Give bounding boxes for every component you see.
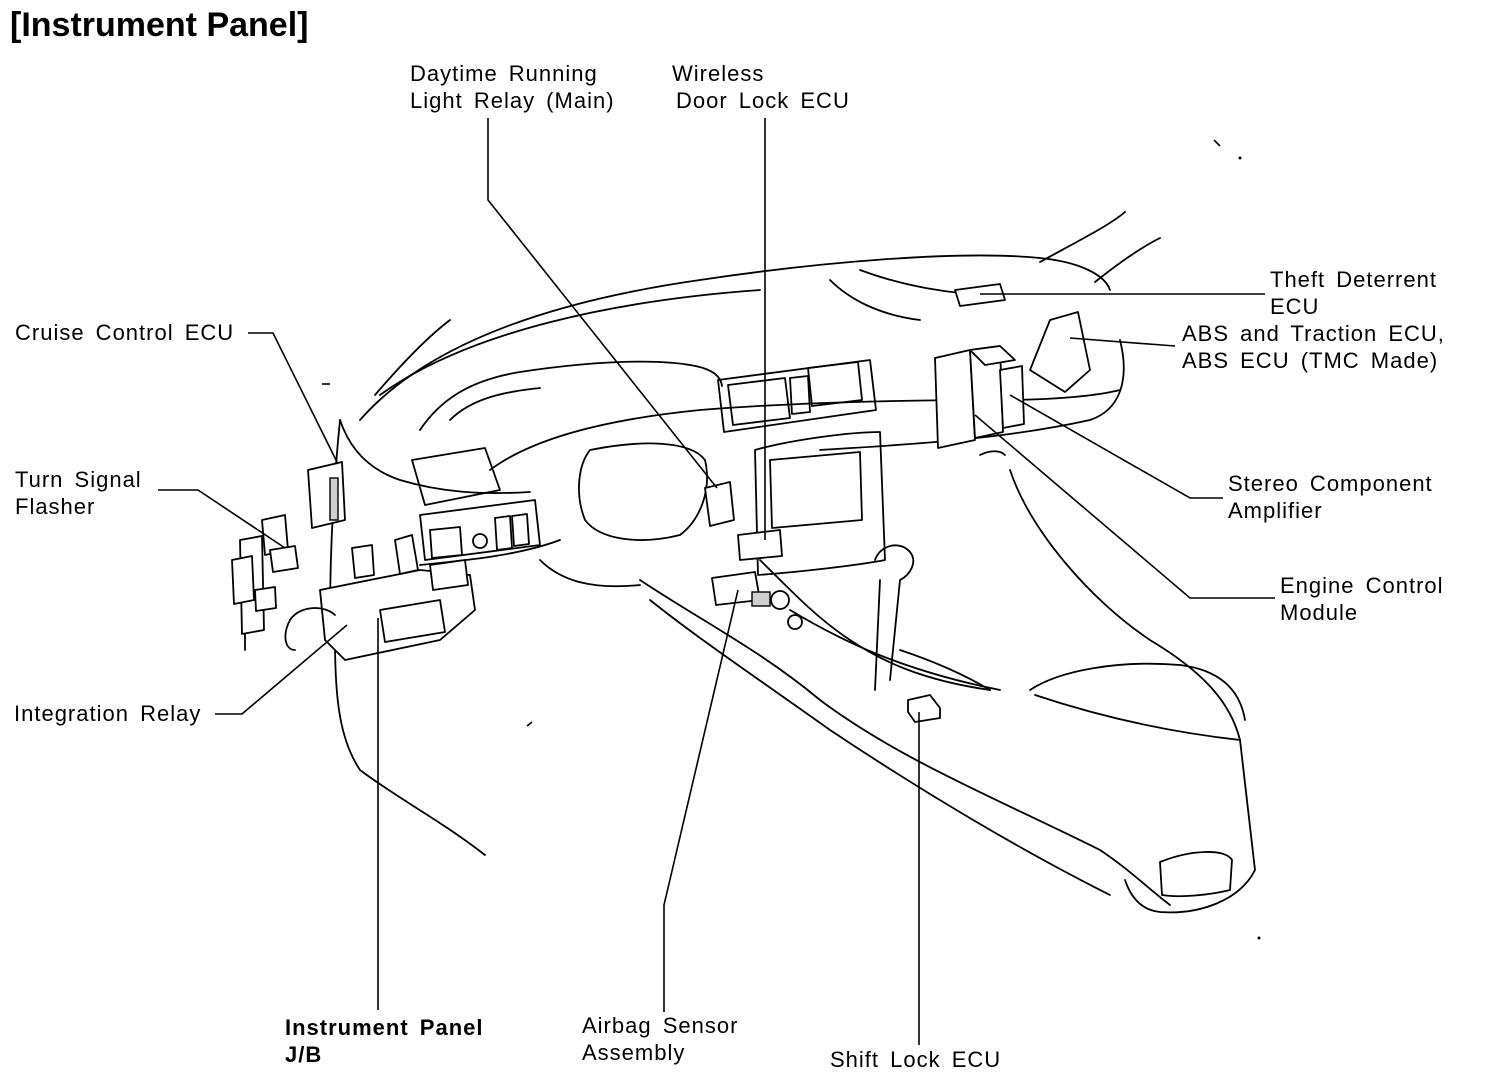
label-integration-relay: Integration Relay bbox=[14, 701, 202, 726]
label-shift-lock-ecu: Shift Lock ECU bbox=[830, 1047, 1002, 1072]
label-wireless-door-lock-ecu: Wireless Door Lock ECU bbox=[672, 61, 850, 113]
leader-engine-control-module bbox=[974, 414, 1275, 599]
label-instrument-panel-jb: Instrument Panel J/B bbox=[285, 1015, 484, 1067]
dashboard-drawing bbox=[231, 139, 1261, 940]
label-abs-traction-ecu: ABS and Traction ECU, ABS ECU (TMC Made) bbox=[1182, 321, 1445, 373]
leader-airbag-sensor-assembly bbox=[663, 589, 739, 1012]
leader-integration-relay bbox=[215, 624, 348, 715]
leader-abs-traction-ecu bbox=[1069, 337, 1176, 347]
leader-cruise-control-ecu bbox=[248, 332, 339, 465]
label-cruise-control-ecu: Cruise Control ECU bbox=[15, 320, 235, 345]
label-airbag-sensor-assembly: Airbag Sensor Assembly bbox=[582, 1013, 739, 1065]
label-daytime-running-light-relay: Daytime Running Light Relay (Main) bbox=[410, 61, 615, 113]
leader-turn-signal-flasher bbox=[158, 489, 286, 549]
label-theft-deterrent-ecu: Theft Deterrent ECU bbox=[1270, 267, 1437, 319]
leader-lines bbox=[158, 118, 1275, 1045]
label-engine-control-module: Engine Control Module bbox=[1280, 573, 1444, 625]
page-title: [Instrument Panel] bbox=[10, 6, 309, 44]
label-turn-signal-flasher: Turn Signal Flasher bbox=[15, 467, 142, 519]
label-stereo-component-amplifier: Stereo Component Amplifier bbox=[1228, 471, 1433, 523]
leader-daytime-running-light-relay bbox=[487, 118, 718, 489]
leader-stereo-component-amplifier bbox=[1009, 394, 1223, 499]
